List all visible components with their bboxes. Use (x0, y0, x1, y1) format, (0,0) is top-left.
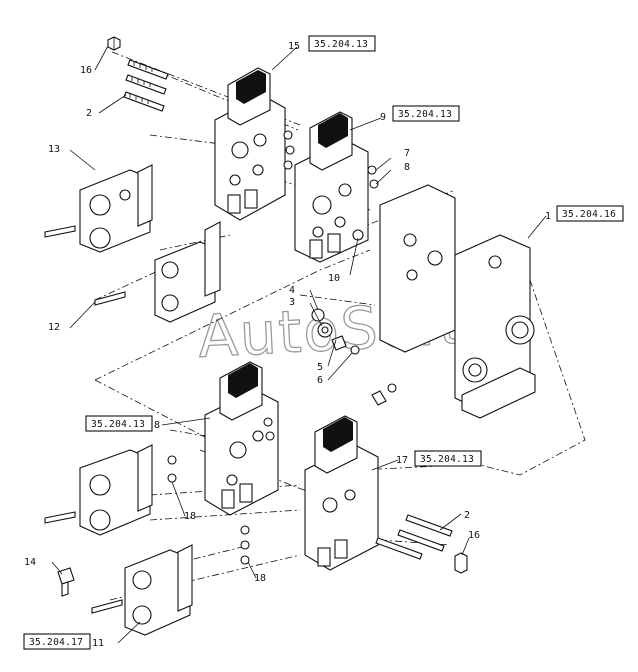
callout-5: 5 (317, 362, 323, 373)
callout-3: 3 (289, 297, 295, 308)
callout-4: 4 (289, 285, 295, 296)
reference-box-11[interactable]: 35.204.17 (23, 633, 91, 650)
cover-12 (94, 221, 221, 323)
callout-13: 13 (48, 144, 60, 155)
callout-6: 6 (317, 375, 323, 386)
small-parts-3-6 (311, 308, 397, 406)
inlet-section-1 (379, 184, 536, 419)
valve-section-9 (294, 111, 379, 263)
reference-boxes: 35.204.13 35.204.13 35.204.16 35.204.13 … (23, 35, 624, 650)
svg-text:35.204.13: 35.204.13 (398, 109, 452, 120)
cover-11 (91, 525, 250, 636)
svg-text:35.204.16: 35.204.16 (562, 209, 616, 220)
valve-section-8 (204, 361, 279, 516)
callout-14: 14 (24, 557, 36, 568)
svg-text:35.204.13: 35.204.13 (314, 39, 368, 50)
studs-2-top (123, 59, 169, 112)
callout-18-left: 18 (184, 511, 196, 522)
callout-11: 11 (92, 638, 104, 649)
callout-2-top: 2 (86, 108, 92, 119)
leader-lines (51, 45, 547, 644)
outlet-cover-13 (44, 164, 153, 253)
svg-text:35.204.13: 35.204.13 (91, 419, 145, 430)
callout-10: 10 (328, 273, 340, 284)
valve-section-15 (214, 67, 295, 221)
reference-box-17[interactable]: 35.204.13 (414, 450, 482, 467)
reference-box-8[interactable]: 35.204.13 (85, 415, 153, 432)
callout-1: 1 (545, 211, 551, 222)
fitting-14 (57, 567, 75, 597)
callout-16-lower: 16 (468, 530, 480, 541)
callout-18-right: 18 (254, 573, 266, 584)
callout-9: 9 (380, 112, 386, 123)
outlet-cover-lower (44, 444, 177, 536)
callout-8-top: 8 (404, 162, 410, 173)
reference-box-1[interactable]: 35.204.16 (556, 205, 624, 222)
callouts: 16 2 15 9 7 8 13 10 1 4 3 5 6 12 8 17 18… (24, 41, 551, 649)
reference-box-15[interactable]: 35.204.13 (308, 35, 376, 52)
studs-2-lower (375, 514, 453, 560)
callout-15: 15 (288, 41, 300, 52)
callout-17: 17 (396, 455, 408, 466)
reference-box-9[interactable]: 35.204.13 (392, 105, 460, 122)
callout-2-lower: 2 (464, 510, 470, 521)
callout-8-mid: 8 (154, 420, 160, 431)
bolt-16-top (107, 36, 121, 51)
valve-section-17 (304, 415, 379, 571)
svg-text:35.204.17: 35.204.17 (29, 637, 83, 648)
svg-text:35.204.13: 35.204.13 (420, 454, 474, 465)
callout-12: 12 (48, 322, 60, 333)
callout-16-top: 16 (80, 65, 92, 76)
bolt-16-lower (454, 552, 468, 574)
callout-7: 7 (404, 148, 410, 159)
